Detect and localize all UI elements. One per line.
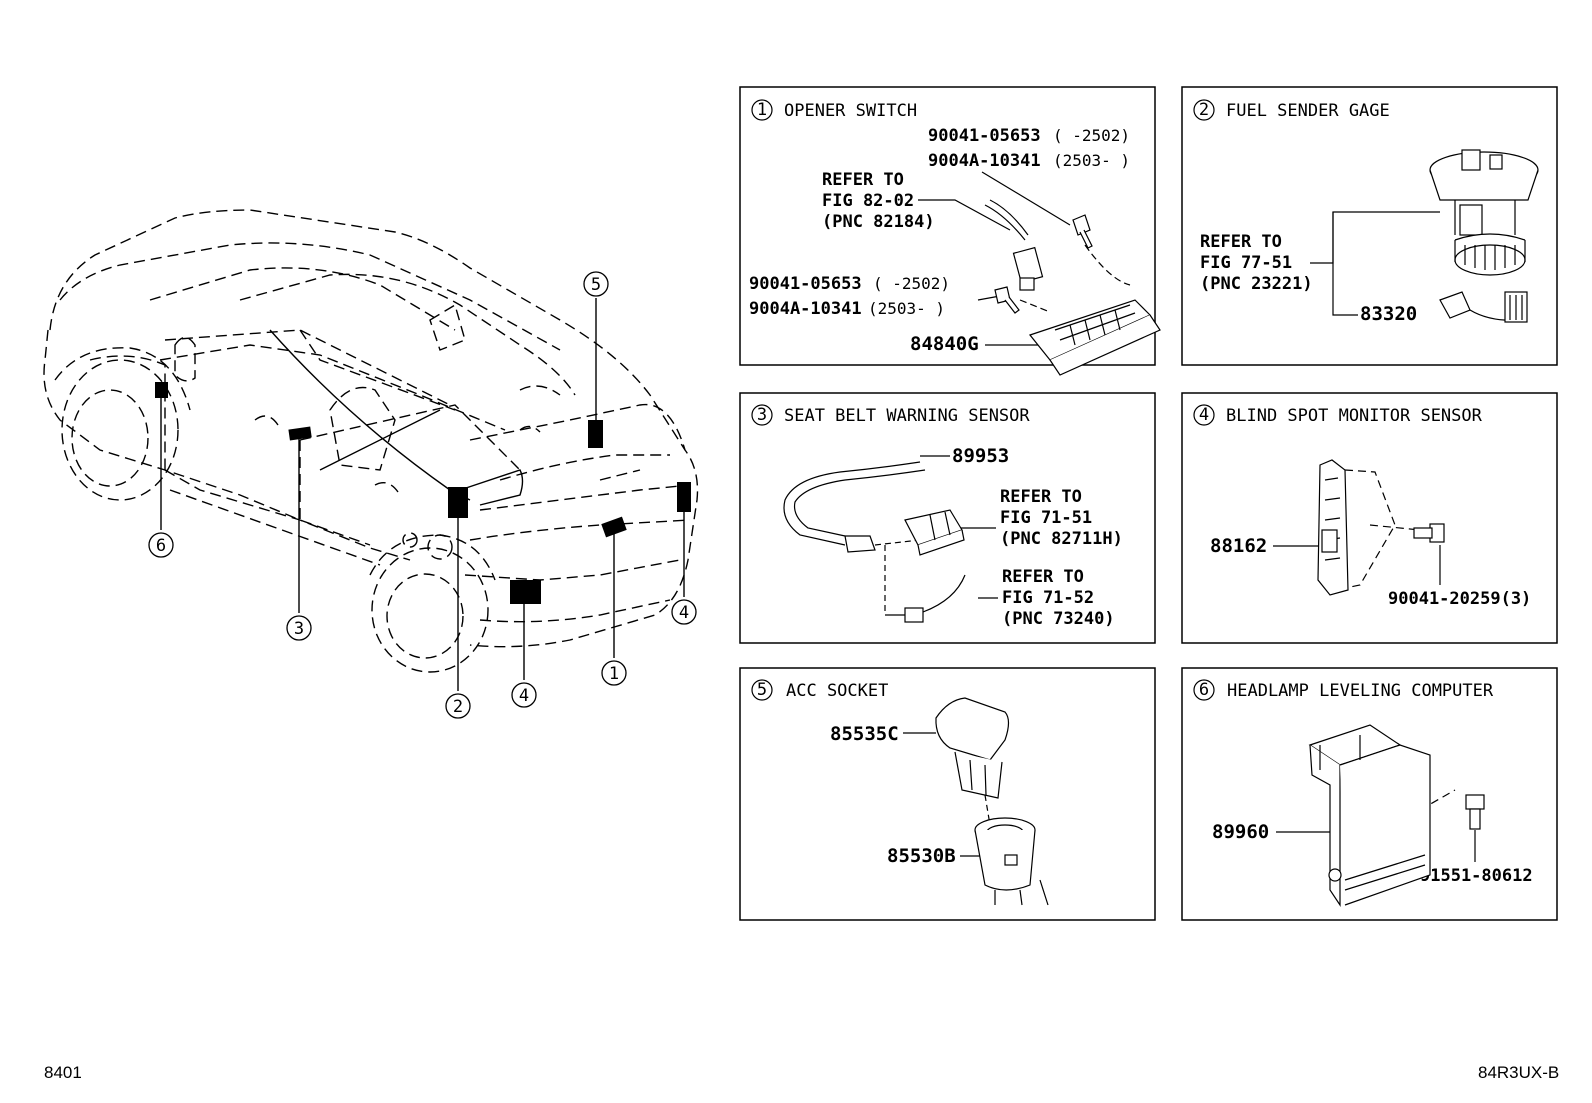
bsm-sensor-icon [1317,459,1349,596]
svg-text:2: 2 [1199,100,1209,120]
bolt-icon [1072,214,1093,249]
refer-to: REFER TO [1000,487,1082,507]
diagram-code-right: 84R3UX-B [1478,1063,1560,1082]
callout-2: 2 [445,693,471,719]
panel-title: ACC SOCKET [786,681,888,701]
refer-to: REFER TO [1200,232,1282,252]
callout-1: 1 [601,660,627,686]
panel-headlamp-leveling-computer: 6 HEADLAMP LEVELING COMPUTER 89960 91551… [1181,667,1558,921]
part-number: 90041-05653 [928,126,1041,146]
svg-text:4: 4 [1199,405,1209,425]
fuel-sender-float-icon [1439,291,1528,323]
svg-text:(2503- ): (2503- ) [1053,151,1130,170]
overview-leaders [160,298,685,691]
svg-text:FIG 71-51: FIG 71-51 [1000,508,1092,528]
part-number: 84840G [910,333,979,355]
bolt-icon [1465,794,1485,830]
leveling-computer-icon [1308,724,1431,907]
callout-5: 5 [583,271,609,297]
part-number: 89953 [952,445,1009,467]
svg-text:6: 6 [156,536,166,556]
part-number: 90041-05653 [749,274,862,294]
fuel-pump-icon [1429,149,1539,276]
part-number: 91551-80612 [1420,866,1533,886]
svg-text:4: 4 [679,603,689,623]
svg-text:(PNC 82711H): (PNC 82711H) [1000,529,1123,549]
svg-text:(PNC 73240): (PNC 73240) [1002,609,1115,629]
buckle-icon [904,509,965,556]
overview-callouts: 6 3 2 4 1 4 5 [148,271,697,719]
location-markers [155,382,691,604]
svg-text:(2503- ): (2503- ) [868,299,945,318]
marker-4a [510,580,541,604]
bolt-icon [994,286,1020,314]
panel-title: HEADLAMP LEVELING COMPUTER [1227,681,1494,701]
marker-6 [155,382,168,398]
svg-text:(PNC 82184): (PNC 82184) [822,212,935,232]
callout-3: 3 [286,615,312,641]
svg-text:4: 4 [519,686,529,706]
part-number: 9004A-10341 [928,151,1041,171]
panel-blind-spot-monitor-sensor: 4 BLIND SPOT MONITOR SENSOR 88162 90041-… [1181,392,1558,644]
seat-belt-sensor-icon [783,461,966,623]
panel-title: BLIND SPOT MONITOR SENSOR [1226,406,1483,426]
part-number: 90041-20259(3) [1388,589,1531,609]
acc-socket-icon [974,817,1049,906]
svg-text:1: 1 [609,664,619,684]
refer-to: REFER TO [822,170,904,190]
part-number: 85530B [887,845,956,867]
part-number: 88162 [1210,535,1267,557]
svg-text:( -2502): ( -2502) [1053,126,1130,145]
marker-1 [601,516,627,538]
svg-text:(PNC 23221): (PNC 23221) [1200,274,1313,294]
marker-3 [288,426,312,441]
panel-acc-socket: 5 ACC SOCKET 85535C 85530B [739,667,1156,921]
bolt-icon [1413,523,1445,543]
svg-text:3: 3 [757,405,767,425]
vehicle-overview [43,209,699,673]
part-number: 9004A-10341 [749,299,862,319]
svg-text:FIG 71-52: FIG 71-52 [1002,588,1094,608]
svg-text:5: 5 [591,275,601,295]
part-number: 85535C [830,723,899,745]
svg-text:FIG 82-02: FIG 82-02 [822,191,914,211]
panel-title: FUEL SENDER GAGE [1226,101,1390,121]
panel-opener-switch: 1 OPENER SWITCH 90041-05653 ( -2502) 900… [739,86,1161,376]
callout-4-right: 4 [671,599,697,625]
marker-4b [677,482,691,512]
svg-text:2: 2 [453,697,463,717]
part-number: 89960 [1212,821,1269,843]
svg-text:3: 3 [294,619,304,639]
diagram-code-left: 8401 [44,1063,82,1082]
svg-text:6: 6 [1199,680,1209,700]
svg-text:5: 5 [757,680,767,700]
connector-icon [984,199,1044,291]
svg-text:( -2502): ( -2502) [873,274,950,293]
refer-to: REFER TO [1002,567,1084,587]
svg-text:FIG 77-51: FIG 77-51 [1200,253,1292,273]
panel-title: OPENER SWITCH [784,101,917,121]
svg-text:1: 1 [757,100,767,120]
socket-cap-icon [935,697,1010,799]
panel-title: SEAT BELT WARNING SENSOR [784,406,1030,426]
panel-fuel-sender-gage: 2 FUEL SENDER GAGE REFER TO FIG 77-51 (P… [1181,86,1558,366]
marker-2 [448,487,468,518]
callout-6: 6 [148,532,174,558]
marker-5 [588,420,603,448]
callout-4-left: 4 [511,682,537,708]
panel-seat-belt-warning-sensor: 3 SEAT BELT WARNING SENSOR 89953 REFER T… [739,392,1156,644]
part-number: 83320 [1360,303,1417,325]
opener-switch-icon [1028,299,1161,376]
